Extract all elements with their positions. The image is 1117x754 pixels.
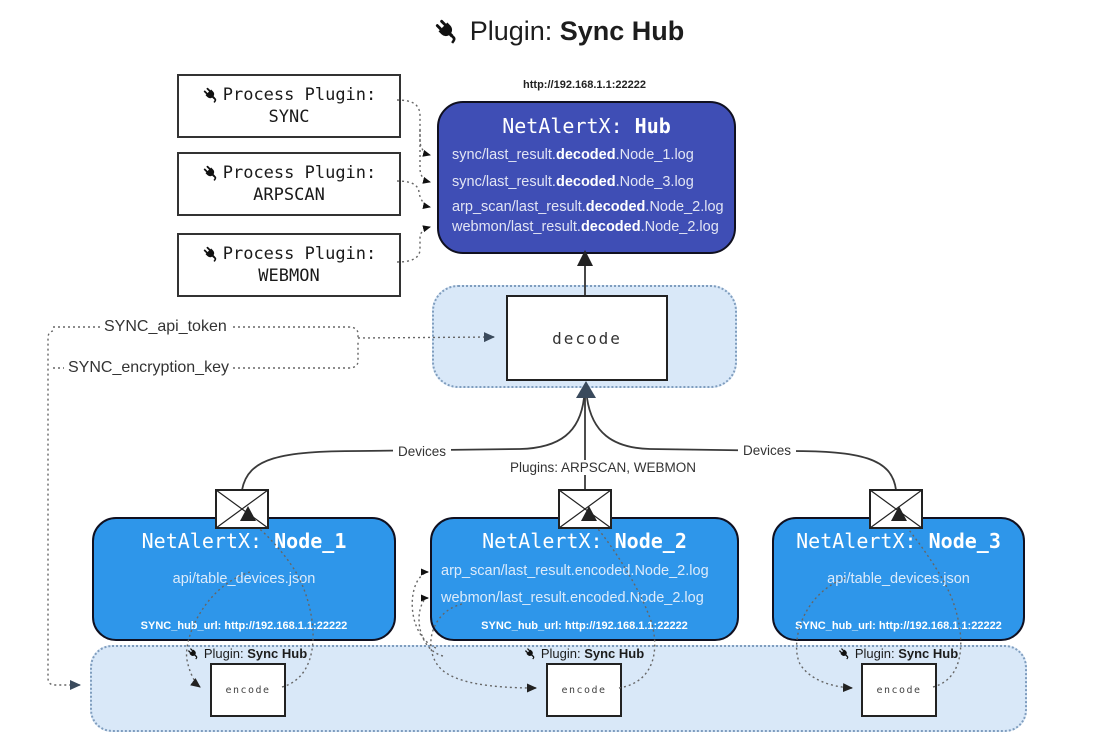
hub-log-line: webmon/last_result.decoded.Node_2.log <box>452 219 719 235</box>
hub-log-line: sync/last_result.decoded.Node_3.log <box>452 174 694 190</box>
plug-icon <box>202 245 221 264</box>
node-title: NetAlertX: Node_1 <box>141 529 347 553</box>
node-3-box: NetAlertX: Node_3 api/table_devices.json… <box>772 517 1025 641</box>
node-file-line: arp_scan/last_result.encoded.Node_2.log <box>441 563 709 579</box>
process-plugin-name: ARPSCAN <box>253 185 325 205</box>
node-file-line: api/table_devices.json <box>827 571 970 587</box>
process-plugin-name: WEBMON <box>258 266 320 286</box>
process-plugin-webmon-box: Process Plugin: WEBMON <box>177 233 401 297</box>
process-plugin-label: Process Plugin: <box>222 244 377 264</box>
plugins-label-mid: Plugins: ARPSCAN, WEBMON <box>505 460 702 475</box>
process-plugin-name: SYNC <box>268 107 310 127</box>
node-file-line: webmon/last_result.encoded.Node_2.log <box>441 590 704 606</box>
encode-box: encode <box>210 663 286 717</box>
plug-icon <box>524 647 538 661</box>
plug-icon <box>433 17 463 47</box>
page-title: Plugin: Sync Hub <box>0 16 1117 47</box>
decode-box: decode <box>506 295 668 381</box>
sync-encryption-key-label: SYNC_encryption_key <box>64 359 233 377</box>
node-hub-url: SYNC_hub_url: http://192.168.1.1:22222 <box>140 620 348 632</box>
node-hub-url: SYNC_hub_url: http://192.168.1.1:22222 <box>795 620 1002 632</box>
process-plugin-label: Process Plugin: <box>222 163 377 183</box>
process-plugin-sync-box: Process Plugin: SYNC <box>177 74 401 138</box>
plug-icon <box>187 647 201 661</box>
process-plugin-label: Process Plugin: <box>222 85 377 105</box>
process-plugin-arpscan-box: Process Plugin: ARPSCAN <box>177 152 401 216</box>
node-hub-url: SYNC_hub_url: http://192.168.1.1:22222 <box>481 620 688 632</box>
page-title-text: Plugin: Sync Hub <box>469 16 685 46</box>
node-title: NetAlertX: Node_3 <box>796 529 1001 553</box>
hub-log-line: arp_scan/last_result.decoded.Node_2.log <box>452 199 724 215</box>
encode-box: encode <box>546 663 622 717</box>
hub-title: NetAlertX: Hub <box>502 114 671 138</box>
node-2-box: NetAlertX: Node_2 arp_scan/last_result.e… <box>430 517 739 641</box>
node-file-line: api/table_devices.json <box>172 571 316 587</box>
plugin-to-hub-connectors <box>396 99 431 263</box>
encode-plugin-label: Plugin: Sync Hub <box>524 646 644 661</box>
node-title: NetAlertX: Node_2 <box>482 529 687 553</box>
hub-url-label: http://192.168.1.1:22222 <box>523 79 646 91</box>
encode-box: encode <box>861 663 937 717</box>
node-to-decode-curves <box>241 397 897 491</box>
devices-label-right: Devices <box>738 443 797 458</box>
node-1-box: NetAlertX: Node_1 api/table_devices.json… <box>92 517 396 641</box>
devices-label-left: Devices <box>393 444 452 459</box>
hub-box: NetAlertX: Hub sync/last_result.decoded.… <box>437 101 736 254</box>
encode-plugin-label: Plugin: Sync Hub <box>187 646 307 661</box>
plug-icon <box>838 647 852 661</box>
plug-icon <box>202 164 221 183</box>
encode-plugin-label: Plugin: Sync Hub <box>838 646 958 661</box>
plug-icon <box>202 86 221 105</box>
sync-api-token-label: SYNC_api_token <box>100 318 231 336</box>
hub-log-line: sync/last_result.decoded.Node_1.log <box>452 147 694 163</box>
